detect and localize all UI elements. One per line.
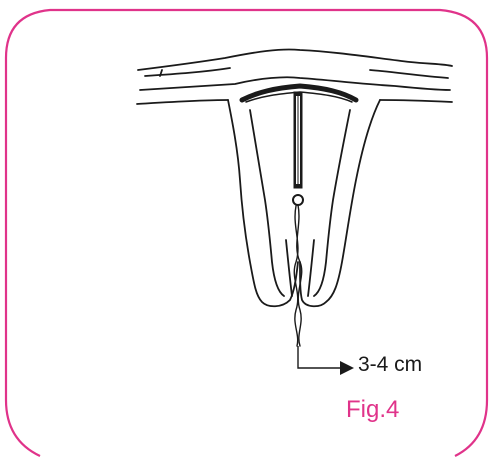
measurement-pointer [298,346,354,375]
frame-border [6,10,487,456]
arrow-right-icon [340,361,354,375]
iud-t-shape-icon [242,86,356,346]
figure-caption: Fig.4 [346,396,399,424]
measurement-label: 3-4 cm [358,353,422,377]
